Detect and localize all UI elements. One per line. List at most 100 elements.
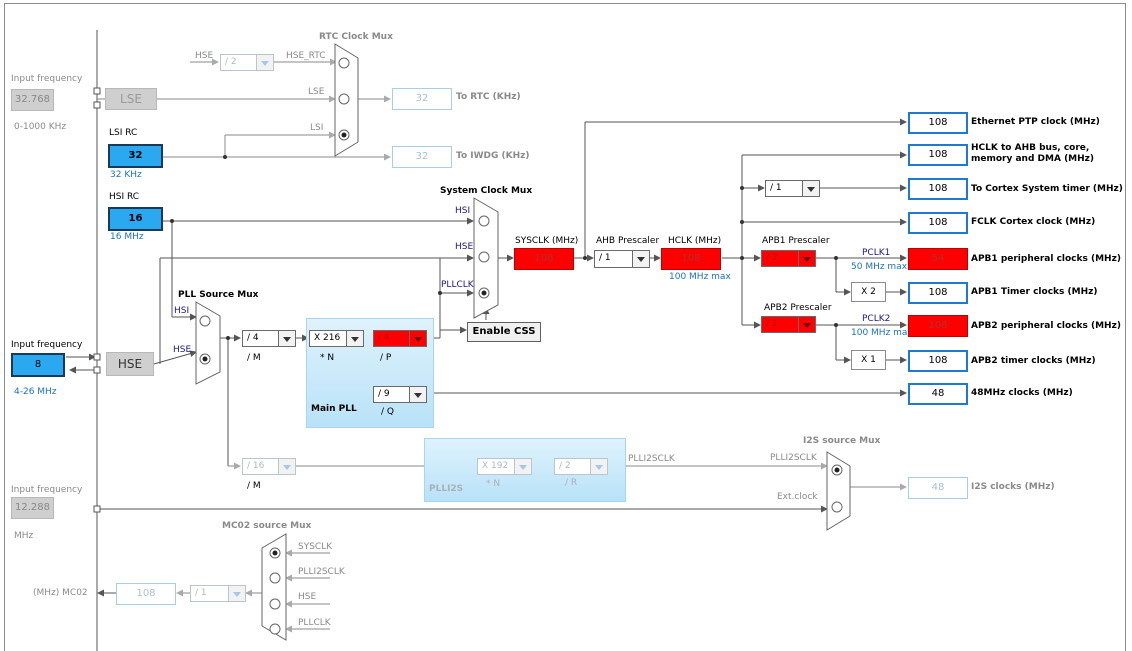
to-iwdg-value: 32 (392, 146, 452, 168)
i2s-input-label: Input frequency (11, 485, 83, 495)
pll-n-label: * N (320, 353, 335, 363)
rtc-hse-label: HSE (195, 51, 214, 61)
mco2-pllclk-label: PLLCLK (298, 618, 331, 628)
rtc-mux-title: RTC Clock Mux (319, 32, 393, 42)
hsi-unit: 16 MHz (110, 232, 144, 242)
pll-src-hsi-label: HSI (174, 306, 190, 316)
pll-m-label: / M (247, 353, 261, 363)
mco2-divider-select[interactable]: / 1 (190, 585, 246, 602)
pll-source-mux-title: PLL Source Mux (178, 290, 259, 300)
pclk1-label: PCLK1 (862, 248, 891, 258)
lsi-rc-value: 32 (108, 144, 163, 168)
hclk-ahb-label: HCLK to AHB bus, core, (971, 143, 1090, 153)
to-rtc-value: 32 (392, 88, 452, 110)
cortex-timer-divider-select[interactable]: / 1 (765, 180, 820, 197)
mco2-label: (MHz) MC02 (33, 588, 88, 598)
chevron-down-icon (409, 331, 426, 346)
lse-input-label: Input frequency (11, 74, 83, 84)
sysclk-label: SYSCLK (MHz) (515, 236, 579, 246)
plli2s-n-label: * N (486, 479, 501, 489)
apb2-peripheral-label: APB2 peripheral clocks (MHz) (971, 321, 1121, 331)
hse-input-label: Input frequency (11, 340, 83, 350)
apb1-prescaler-label: APB1 Prescaler (762, 236, 830, 246)
hclk-max: 100 MHz max (669, 272, 731, 282)
apb1-timer-multiplier: X 2 (851, 282, 886, 302)
chevron-down-icon (256, 55, 273, 70)
chevron-down-icon (346, 331, 363, 346)
rtc-lse-label: LSE (308, 87, 325, 97)
fclk-label: FCLK Cortex clock (MHz) (971, 217, 1096, 227)
plli2sclk-out-label: PLLI2SCLK (628, 454, 675, 464)
to-rtc-label: To RTC (KHz) (456, 92, 521, 102)
apb2-max: 100 MHz max (851, 328, 913, 338)
ethernet-ptp-clock-value[interactable]: 108 (908, 112, 968, 134)
apb1-timer-value[interactable]: 108 (908, 282, 968, 304)
chevron-down-icon (514, 459, 531, 474)
apb2-prescaler-label: APB2 Prescaler (764, 303, 832, 313)
ahb-prescaler-select[interactable]: / 1 (594, 250, 650, 268)
plli2s-m-select[interactable]: / 16 (242, 458, 296, 475)
ethernet-ptp-clock-label: Ethernet PTP clock (MHz) (971, 117, 1100, 127)
hse-frequency-input[interactable]: 8 (11, 353, 65, 377)
mco2-source-mux (261, 533, 287, 641)
lsi-unit: 32 KHz (110, 170, 142, 180)
plli2s-r-label: / R (565, 478, 578, 488)
enable-css-button[interactable]: Enable CSS (467, 322, 541, 342)
sysclk-value[interactable]: 108 (514, 248, 574, 270)
i2s-mux-ext-label: Ext.clock (777, 492, 818, 502)
cortex-timer-label: To Cortex System timer (MHz) (971, 184, 1123, 194)
apb1-max: 50 MHz max (851, 262, 908, 272)
apb2-prescaler-select[interactable]: / 1 (761, 316, 816, 333)
pll-m-select[interactable]: / 4 (242, 330, 296, 347)
pll-n-select[interactable]: X 216 (309, 330, 364, 347)
chevron-down-icon (798, 317, 815, 332)
ahb-prescaler-label: AHB Prescaler (596, 236, 660, 246)
apb1-prescaler-select[interactable]: / 2 (761, 250, 816, 267)
system-clock-mux-title: System Clock Mux (440, 186, 533, 196)
pll-source-mux (195, 301, 221, 385)
cortex-timer-value[interactable]: 108 (908, 178, 968, 200)
chevron-down-icon (409, 387, 426, 402)
fclk-value[interactable]: 108 (908, 212, 968, 234)
pll-q-select[interactable]: / 9 (373, 386, 427, 403)
pll-p-label: / P (380, 353, 392, 363)
plli2s-n-select[interactable]: X 192 (477, 458, 532, 475)
sys-mux-hse-label: HSE (455, 242, 474, 252)
apb2-peripheral-value[interactable]: 108 (908, 315, 968, 337)
hsi-title: HSI RC (109, 192, 140, 202)
hclk-ahb-label-2: memory and DMA (MHz) (971, 154, 1095, 164)
mco2-hse-label: HSE (298, 592, 317, 602)
lse-range: 0-1000 KHz (14, 122, 67, 132)
hclk-value[interactable]: 108 (661, 248, 721, 270)
apb1-peripheral-label: APB1 peripheral clocks (MHz) (971, 254, 1121, 264)
i2s-clocks-value: 48 (908, 477, 968, 499)
chevron-down-icon (632, 251, 649, 267)
i2s-mux-plli2sclk-label: PLLI2SCLK (770, 453, 817, 463)
pll-p-select[interactable]: / 4 (373, 330, 427, 347)
apb2-timer-value[interactable]: 108 (908, 350, 968, 372)
lse-frequency-input[interactable]: 32.768 (11, 89, 54, 111)
hclk-ahb-value[interactable]: 108 (908, 144, 968, 166)
clock-48mhz-label: 48MHz clocks (MHz) (971, 388, 1073, 398)
clock-48mhz-value[interactable]: 48 (908, 383, 968, 405)
i2s-ext-frequency-input[interactable]: 12.288 (11, 497, 54, 519)
pll-src-hse-label: HSE (173, 345, 192, 355)
plli2s-m-label: / M (247, 481, 261, 491)
hse-oscillator: HSE (106, 352, 154, 376)
i2s-source-mux-title: I2S source Mux (803, 436, 881, 446)
mco2-plli2sclk-label: PLLI2SCLK (298, 567, 345, 577)
chevron-down-icon (278, 459, 295, 474)
main-pll-title: Main PLL (311, 404, 357, 414)
hsi-rc-value: 16 (108, 207, 163, 231)
hse-rtc-divider-select[interactable]: / 2 (220, 54, 274, 71)
pclk2-label: PCLK2 (862, 314, 891, 324)
chevron-down-icon (278, 331, 295, 346)
mco2-sysclk-label: SYSCLK (298, 542, 333, 552)
mco2-source-mux-title: MC02 source Mux (222, 521, 312, 531)
i2s-source-mux (826, 451, 851, 531)
apb1-peripheral-value[interactable]: 54 (908, 248, 968, 270)
apb2-timer-label: APB2 timer clocks (MHz) (971, 356, 1096, 366)
i2s-clocks-label: I2S clocks (MHz) (971, 482, 1055, 492)
lsi-title: LSI RC (109, 128, 138, 138)
plli2s-r-select[interactable]: / 2 (554, 458, 608, 475)
